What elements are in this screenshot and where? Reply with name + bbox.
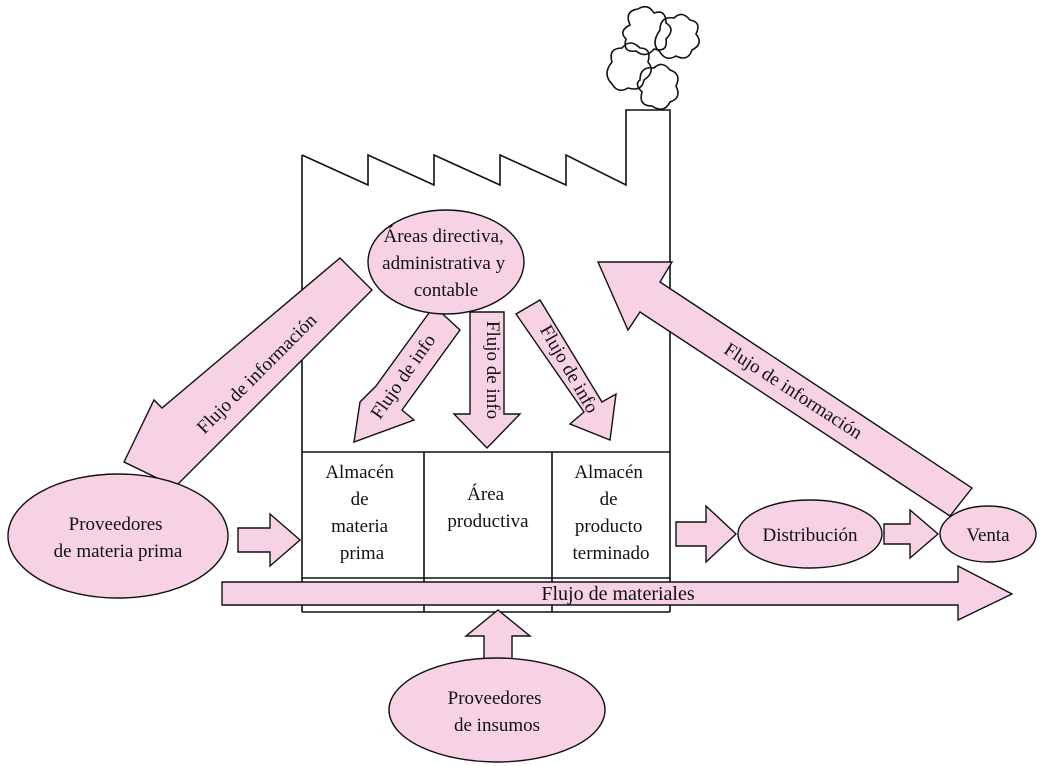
admin-areas-line-2: administrativa y — [382, 253, 505, 274]
production-table — [302, 451, 670, 612]
svg-text:Proveedores de insumos: Proveedores de insumos — [448, 688, 547, 736]
raw-warehouse-line-4: prima — [340, 543, 385, 564]
info-flow-right-label: Flujo de información — [720, 339, 866, 444]
input-suppliers-line-1: Proveedores — [448, 688, 542, 709]
sale-node: Venta — [939, 505, 1037, 563]
svg-text:Proveedores de materia p: Proveedores de materia prima — [54, 514, 183, 562]
inputs-to-production-arrow — [464, 609, 532, 661]
info-flow-right-arrow: Flujo de información — [596, 261, 974, 517]
distribution-to-sale-arrow — [883, 508, 940, 560]
supplier-to-warehouse-arrow — [237, 512, 302, 568]
admin-areas-line-3: contable — [414, 280, 478, 301]
info-flow-small-center-label: Flujo de info — [482, 321, 503, 419]
production-area-cell: Área productiva — [447, 483, 529, 532]
finished-warehouse-line-3: producto — [575, 516, 643, 537]
distribution-label: Distribución — [763, 525, 858, 546]
raw-warehouse-cell: Almacén de materia prima — [325, 462, 398, 564]
admin-areas-node: Áreas directiva, administrativa y contab… — [367, 209, 525, 315]
raw-warehouse-line-2: de — [351, 489, 369, 510]
admin-areas-line-1: Áreas directiva, — [383, 225, 503, 247]
info-flow-small-center-arrow: Flujo de info — [452, 311, 522, 450]
finished-warehouse-line-4: terminado — [572, 543, 649, 564]
raw-suppliers-line-1: Proveedores — [69, 514, 163, 535]
sale-label: Venta — [966, 525, 1010, 546]
input-suppliers-line-2: de insumos — [454, 715, 540, 736]
input-suppliers-node: Proveedores de insumos — [388, 657, 606, 763]
raw-warehouse-line-3: materia — [331, 516, 389, 537]
materials-flow-label: Flujo de materiales — [541, 583, 695, 605]
factory-outline — [301, 109, 671, 613]
production-line-2: productiva — [447, 511, 529, 532]
info-flow-left-arrow: Flujo de información — [123, 257, 373, 493]
info-flow-small-left-label: Flujo de info — [367, 331, 441, 423]
smoke-clouds-icon — [606, 5, 700, 110]
finished-warehouse-line-1: Almacén — [574, 462, 643, 483]
warehouse-to-distribution-arrow — [675, 504, 738, 564]
production-line-1: Área — [467, 483, 504, 505]
finished-warehouse-cell: Almacén de producto terminado — [572, 462, 649, 564]
distribution-node: Distribución — [737, 499, 883, 569]
finished-warehouse-line-2: de — [600, 489, 618, 510]
info-flow-small-right-label: Flujo de info — [535, 321, 602, 417]
svg-text:Áreas directiva, adminis: Áreas directiva, administrativa y contab… — [382, 225, 510, 301]
raw-suppliers-line-2: de materia prima — [54, 541, 183, 562]
raw-material-suppliers-node: Proveedores de materia prima — [7, 473, 229, 599]
raw-warehouse-line-1: Almacén — [325, 462, 394, 483]
materials-flow-arrow: Flujo de materiales — [221, 564, 1014, 622]
info-flow-small-right-arrow: Flujo de info — [514, 299, 617, 441]
info-flow-small-left-arrow: Flujo de info — [353, 304, 461, 444]
